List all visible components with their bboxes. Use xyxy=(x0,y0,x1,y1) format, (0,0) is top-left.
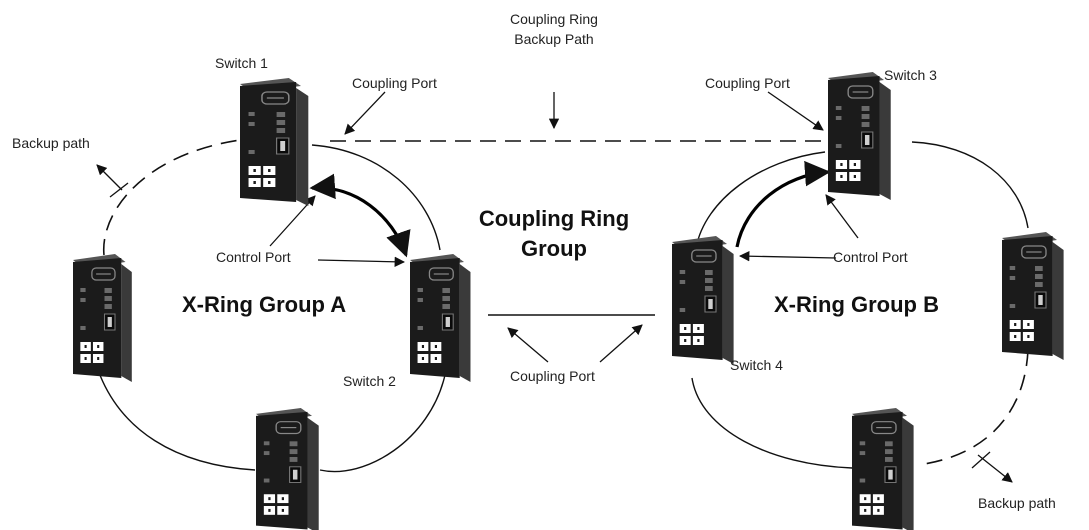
switch-b-bottom-icon xyxy=(851,407,915,530)
switch-3-icon xyxy=(827,71,892,201)
switch-2-icon xyxy=(409,253,472,383)
switch-1-icon xyxy=(239,77,310,207)
switch-4-label: Switch 4 xyxy=(730,357,783,373)
switch-1-label: Switch 1 xyxy=(215,55,268,71)
coupling-port-top-right-label: Coupling Port xyxy=(705,75,790,91)
backup-path-right-label: Backup path xyxy=(978,495,1056,511)
switch-2-label: Switch 2 xyxy=(343,373,396,389)
switch-b-right-icon xyxy=(1001,231,1065,361)
switch-a-left-icon xyxy=(72,253,133,383)
pointer-arrows xyxy=(96,91,1013,483)
control-link-b xyxy=(735,160,831,248)
backup-path-left-label: Backup path xyxy=(12,135,90,151)
xring-group-a-label: X-Ring Group A xyxy=(182,292,346,317)
switch-a-bottom-icon xyxy=(255,407,320,530)
coupling-ring-group-title-line1: Coupling Ring xyxy=(479,206,629,231)
coupling-ring-backup-path-label-line2: Backup Path xyxy=(514,31,593,47)
xring-group-b-ring xyxy=(691,141,1029,469)
switch-3-label: Switch 3 xyxy=(884,67,937,83)
control-link-a xyxy=(309,173,411,258)
xring-group-b-label: X-Ring Group B xyxy=(774,292,939,317)
control-port-left-label: Control Port xyxy=(216,249,291,265)
control-port-right-label: Control Port xyxy=(833,249,908,265)
coupling-ring-group-title-line2: Group xyxy=(521,236,587,261)
coupling-port-bottom-label: Coupling Port xyxy=(510,368,595,384)
coupling-port-top-left-label: Coupling Port xyxy=(352,75,437,91)
coupling-ring-backup-path-label-line1: Coupling Ring xyxy=(510,11,598,27)
switch-4-icon xyxy=(671,235,735,365)
